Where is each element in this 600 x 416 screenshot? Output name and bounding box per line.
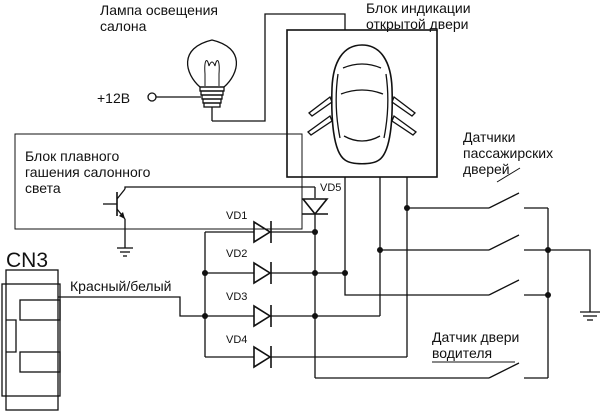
vd4-diode <box>205 345 407 369</box>
vd5-label: VD5 <box>320 182 341 194</box>
door-indicator-label-line2: открытой двери <box>366 16 468 32</box>
passenger-door-switches <box>488 192 548 296</box>
dimmer-label-line1: Блок плавного <box>25 148 119 164</box>
vd4-label: VD4 <box>226 334 247 346</box>
lamp-bulb-icon <box>186 39 238 121</box>
passenger-sensors-label-line1: Датчики <box>463 129 515 145</box>
ground-icon <box>580 311 600 321</box>
vd1-diode <box>205 220 315 244</box>
vd5-diode <box>301 187 329 378</box>
lamp-label-line1: Лампа освещения <box>100 2 218 18</box>
door-indicator-label-line1: Блок индикации <box>366 0 471 16</box>
dimmer-label-line2: гашения салонного <box>25 164 151 180</box>
vd2-label: VD2 <box>226 248 247 260</box>
dimmer-block <box>14 133 315 257</box>
passenger-sensors-label-line2: пассажирских <box>463 145 553 161</box>
dimmer-label-line3: света <box>25 180 61 196</box>
passenger-sensors-label-line3: дверей <box>463 161 510 177</box>
supply-terminal <box>147 92 157 102</box>
wire-label: Красный/белый <box>70 278 171 294</box>
driver-sensor-label-line2: водителя <box>432 345 492 361</box>
vd3-diode <box>205 304 380 328</box>
vd2-diode <box>205 261 345 285</box>
lamp-label-line2: салона <box>100 18 147 34</box>
driver-sensor-label-line1: Датчик двери <box>432 329 519 345</box>
cn3-connector <box>1 269 61 411</box>
supply-label: +12В <box>97 90 130 106</box>
car-icon <box>330 44 394 165</box>
vd3-label: VD3 <box>226 291 247 303</box>
connector-label: CN3 <box>6 249 48 272</box>
driver-door-switch <box>488 362 548 379</box>
door-indicator-block <box>286 29 438 178</box>
vd1-label: VD1 <box>226 210 247 222</box>
